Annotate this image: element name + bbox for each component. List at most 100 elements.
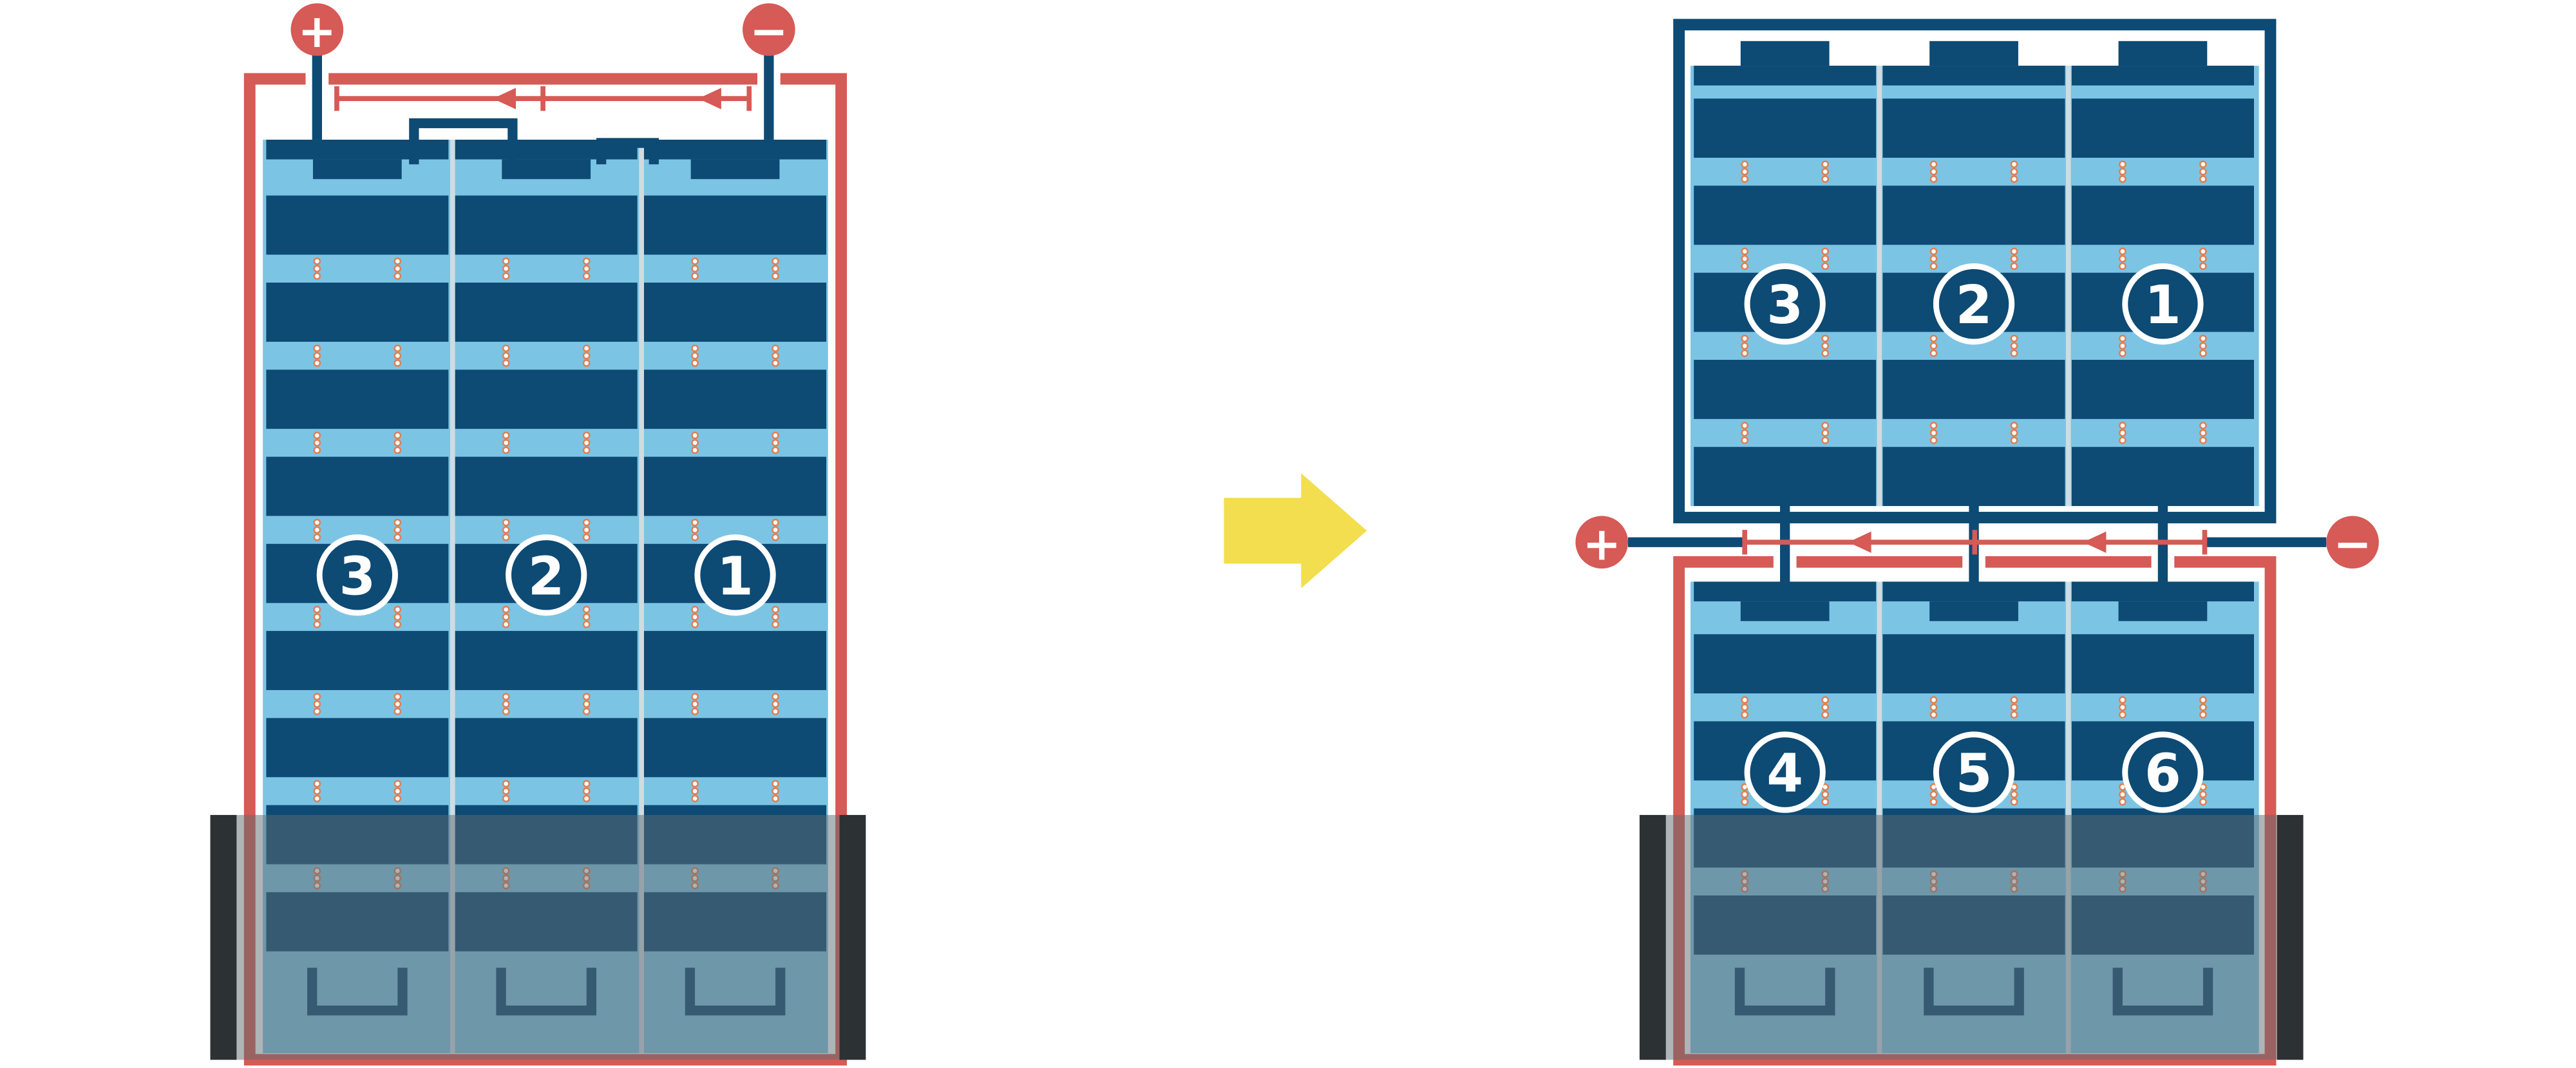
solder-dot xyxy=(772,518,779,527)
solder-dot xyxy=(1741,262,1749,270)
cell xyxy=(1882,359,2065,419)
solder-dot xyxy=(691,257,699,265)
solder-dot xyxy=(2119,696,2126,704)
cell xyxy=(455,195,638,255)
solder-dot xyxy=(313,518,321,527)
solder-dot xyxy=(691,359,699,367)
badge-circle xyxy=(506,534,587,616)
solder-dot xyxy=(772,794,779,803)
solder-dot xyxy=(1929,429,1938,437)
series-bridge xyxy=(409,118,518,165)
solder-dot xyxy=(691,272,699,280)
solder-dot xyxy=(313,438,321,447)
solder-dot xyxy=(2119,703,2126,711)
solder-dot xyxy=(772,446,779,454)
solder-dot xyxy=(2199,342,2207,350)
solder-dot xyxy=(1741,175,1749,183)
solder-dot xyxy=(393,787,402,795)
cell xyxy=(2071,634,2254,694)
solder-dot xyxy=(313,265,321,273)
module-number: 1 xyxy=(2145,275,2181,336)
module-badge: 2 xyxy=(1933,263,2015,345)
solder-dot xyxy=(1821,334,1830,342)
solder-dot xyxy=(2119,167,2126,176)
cell xyxy=(266,456,449,516)
solder-dot xyxy=(2010,422,2018,429)
water-trough-bar xyxy=(839,814,866,1060)
solder-dot xyxy=(502,438,510,447)
solder-dot xyxy=(393,693,402,701)
cell xyxy=(266,718,449,778)
water-overlay xyxy=(1639,814,2304,1060)
cell xyxy=(1882,98,2065,158)
solder-dot xyxy=(393,265,402,273)
solder-dot xyxy=(772,780,779,788)
solder-dot xyxy=(313,431,321,440)
busbar-tab xyxy=(1740,41,1830,66)
cell xyxy=(455,456,638,516)
solder-dot xyxy=(582,257,591,265)
solder-dot xyxy=(772,700,779,708)
cell xyxy=(1882,634,2065,694)
solder-dot xyxy=(2010,429,2018,437)
solder-dot xyxy=(582,518,591,527)
badge-circle xyxy=(316,534,398,616)
solder-dot xyxy=(502,700,510,708)
solder-dot xyxy=(1741,255,1749,263)
solder-dot xyxy=(2199,703,2207,711)
left-plus-terminal: + xyxy=(290,3,344,58)
solder-dot xyxy=(2119,798,2126,806)
cell xyxy=(1694,447,1877,507)
cell xyxy=(644,370,827,429)
cell xyxy=(455,370,638,429)
left-minus-terminal: − xyxy=(743,3,795,58)
busbar xyxy=(1882,66,2065,86)
solder-dot xyxy=(1929,349,1938,357)
solder-dot xyxy=(582,265,591,273)
cell xyxy=(2071,359,2254,419)
cell xyxy=(1694,634,1877,694)
cell xyxy=(266,282,449,342)
solder-dot xyxy=(313,344,321,352)
solder-dot xyxy=(502,533,510,541)
solder-dot xyxy=(1929,255,1938,263)
solder-dot xyxy=(1741,798,1749,806)
solder-dot xyxy=(393,257,402,265)
badge-circle xyxy=(694,534,776,616)
minus-icon: − xyxy=(2333,517,2372,570)
busbar-tab xyxy=(2118,601,2208,621)
solder-dot xyxy=(313,351,321,360)
solder-dot xyxy=(772,787,779,795)
solder-dot xyxy=(393,359,402,367)
right-panel-top: 3 2 1 xyxy=(1673,19,2277,523)
solder-dot xyxy=(313,257,321,265)
cell xyxy=(266,631,449,690)
solder-dot xyxy=(1821,696,1830,704)
solder-dot xyxy=(1741,436,1749,444)
minus-icon: − xyxy=(750,5,788,58)
solder-dot xyxy=(313,787,321,795)
solder-dot xyxy=(2119,711,2126,719)
module-number: 5 xyxy=(1956,744,1993,805)
solder-dot xyxy=(1821,791,1830,798)
water-trough-bar xyxy=(2277,814,2304,1060)
solder-dot xyxy=(772,533,779,541)
solder-dot xyxy=(502,359,510,367)
cell xyxy=(266,370,449,429)
solder-dot xyxy=(582,272,591,280)
cell xyxy=(644,631,827,690)
solder-dot xyxy=(691,351,699,360)
solder-dot xyxy=(393,438,402,447)
solder-dot xyxy=(393,707,402,716)
solder-dot xyxy=(1741,696,1749,704)
solder-dot xyxy=(2010,798,2018,806)
badge-circle xyxy=(2122,731,2204,813)
solder-dot xyxy=(2199,167,2207,176)
busbar xyxy=(266,139,449,160)
solder-dot xyxy=(313,359,321,367)
cell xyxy=(455,718,638,778)
badge-circle xyxy=(1744,263,1826,345)
solder-dot xyxy=(582,693,591,701)
water-left xyxy=(210,814,866,1060)
right-junction: + − xyxy=(1575,499,2379,585)
